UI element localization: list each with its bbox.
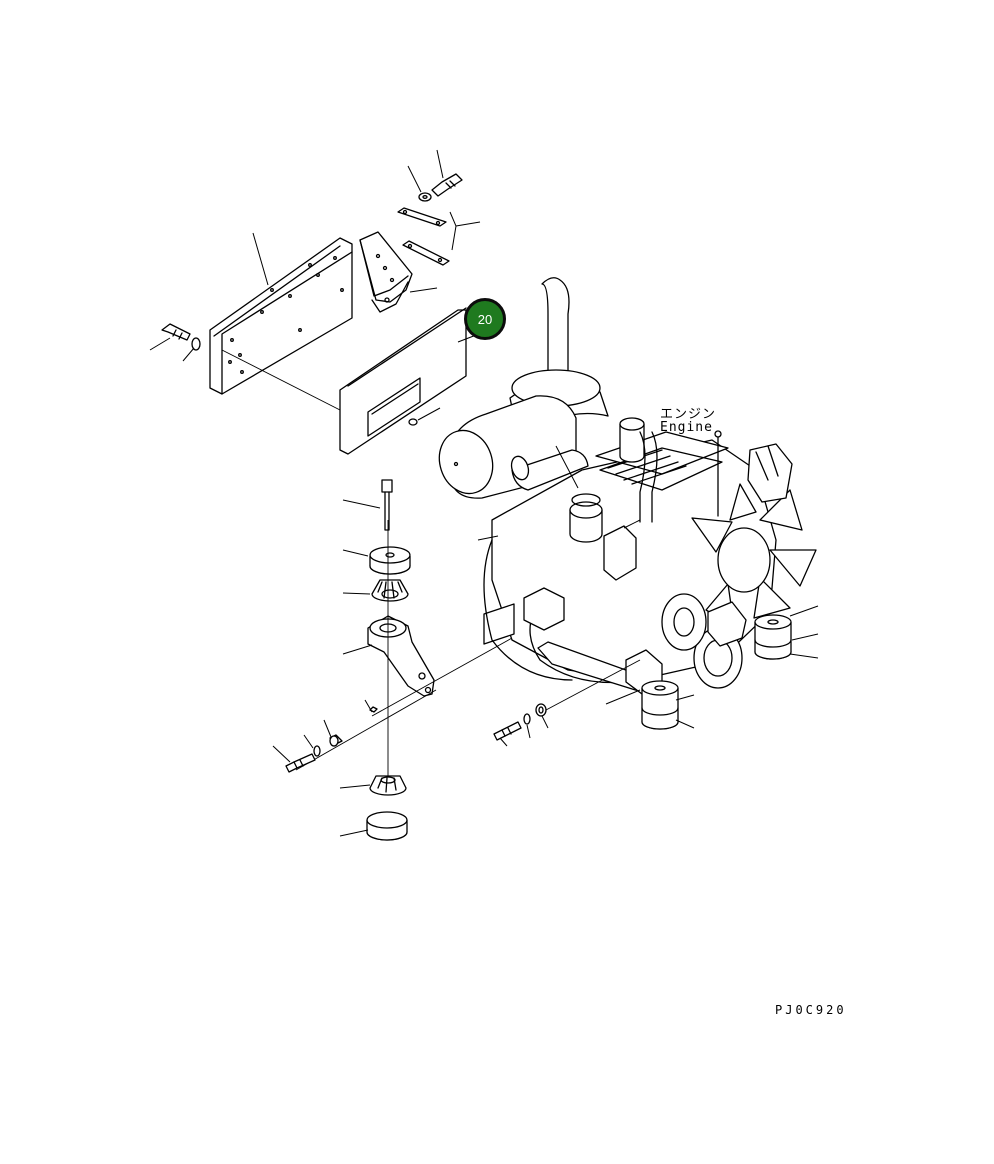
rear-spacer — [535, 703, 547, 717]
cushion-rear — [641, 680, 679, 730]
callout-20[interactable]: 20 — [464, 298, 506, 340]
leader-line — [449, 211, 481, 251]
collar — [366, 811, 408, 841]
spacer — [329, 734, 343, 747]
leader-line — [789, 653, 819, 659]
long-bolt — [381, 479, 393, 531]
leader-line — [436, 149, 444, 179]
leader-line — [623, 519, 641, 529]
o-ring — [408, 418, 418, 426]
leader-line — [342, 592, 371, 595]
leader-line — [605, 689, 641, 705]
leader-line — [541, 715, 549, 729]
leader-line — [342, 644, 373, 655]
leader-line — [407, 165, 422, 193]
leader-line — [339, 829, 369, 837]
leader-line — [272, 745, 291, 763]
leader-line — [342, 499, 381, 509]
top-bolt — [431, 173, 463, 197]
assembly-line — [545, 659, 641, 711]
leader-line — [555, 445, 579, 489]
cushion-cap — [369, 546, 411, 575]
leader-line — [323, 719, 332, 738]
top-washer — [418, 192, 432, 202]
leader-line — [252, 232, 269, 286]
fan — [691, 483, 817, 627]
engine — [438, 277, 817, 695]
leader-line — [303, 734, 314, 749]
cover-panel — [339, 307, 467, 455]
rear-bolt — [493, 721, 522, 741]
leader-line — [789, 605, 819, 617]
leader-line — [342, 549, 369, 557]
engine-label-en: Engine — [660, 420, 713, 435]
assembly-line — [221, 349, 341, 411]
bolt-lower — [285, 753, 316, 773]
leader-line — [526, 724, 531, 739]
leader-line — [182, 347, 195, 362]
engine-label-jp: エンジン — [660, 407, 717, 422]
leader-line — [675, 719, 695, 729]
engine-bracket — [367, 615, 435, 697]
washer-lower — [313, 745, 321, 757]
bracket-plate-upper — [397, 207, 447, 227]
leader-line — [791, 633, 819, 641]
rubber-cushion-upper — [371, 579, 409, 602]
bracket-plate-lower — [402, 240, 450, 266]
leader-line — [417, 407, 441, 421]
mount-plate — [209, 237, 353, 395]
rubber-cushion-lower — [369, 775, 407, 796]
leader-line — [499, 737, 508, 747]
drawing-code: PJ0C920 — [775, 1003, 847, 1017]
leader-line — [675, 694, 695, 701]
side-washer — [191, 337, 201, 351]
leader-line — [364, 699, 373, 713]
cushion-front-right — [754, 614, 792, 660]
leader-line — [477, 535, 499, 541]
leader-line — [409, 287, 438, 293]
leader-line — [339, 784, 371, 789]
assembly-line — [295, 689, 437, 771]
side-bolt — [161, 323, 191, 341]
rear-washer — [523, 713, 531, 725]
leader-line — [149, 337, 171, 351]
support-bracket — [359, 231, 413, 313]
